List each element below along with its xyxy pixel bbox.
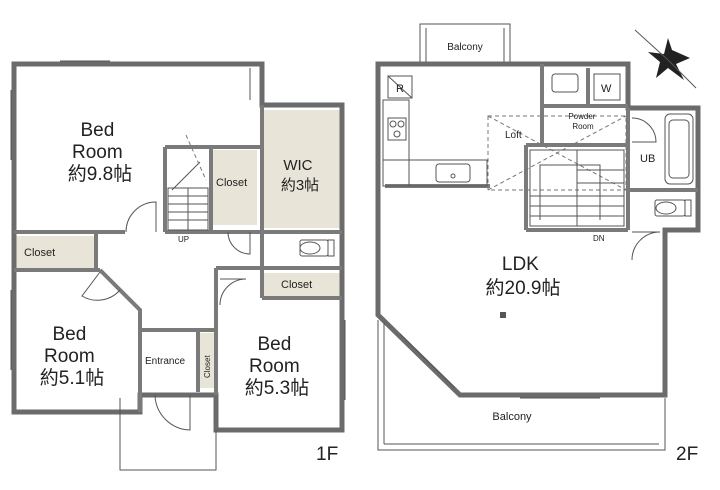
door-swing bbox=[219, 278, 247, 306]
top-balcony bbox=[419, 23, 511, 66]
ldk-label: LDK 約20.9帖 bbox=[486, 254, 561, 299]
stairs-up-label: UP bbox=[178, 235, 189, 244]
toilet-2f bbox=[654, 199, 692, 217]
powder-sink bbox=[551, 73, 579, 93]
door-swing bbox=[227, 231, 251, 255]
bedroom-a-label: Bed Room 約9.8帖 bbox=[68, 120, 132, 185]
door-swing bbox=[631, 231, 661, 261]
ceiling-light-marker bbox=[500, 312, 506, 318]
powder-room-label: Powder Room bbox=[568, 112, 597, 131]
porch bbox=[119, 398, 217, 471]
floor-label-2f: 2F bbox=[676, 444, 698, 465]
first-floor: Bed Room 約9.8帖 Closet WIC 約3帖 Closet Bed… bbox=[10, 60, 346, 471]
wall bbox=[98, 268, 142, 412]
stairs-dn-label: DN bbox=[593, 234, 605, 243]
washer-label: W bbox=[601, 83, 612, 95]
unit-bath bbox=[664, 113, 694, 185]
balcony-bottom-label: Balcony bbox=[492, 411, 532, 423]
bedroom-c-label: Bed Room 約5.3帖 bbox=[245, 334, 309, 399]
closet-a-label: Closet bbox=[216, 177, 247, 189]
wic-label: WIC 約3帖 bbox=[281, 157, 319, 194]
loft-label: Loft bbox=[505, 130, 522, 141]
outer-wall-2f bbox=[375, 61, 701, 398]
closet-b-fill bbox=[16, 236, 96, 268]
bottom-balcony bbox=[377, 320, 666, 451]
fridge-box bbox=[387, 75, 413, 99]
balcony-top-label: Balcony bbox=[447, 42, 483, 53]
fridge-label: R bbox=[396, 83, 404, 95]
entrance-label: Entrance bbox=[145, 356, 185, 367]
closet-d-label: Closet bbox=[203, 355, 212, 378]
closet-c-fill bbox=[262, 273, 340, 297]
bath-label: UB bbox=[640, 153, 655, 165]
toilet-1f bbox=[299, 239, 335, 257]
wic-fill bbox=[260, 110, 340, 228]
door-swing bbox=[81, 271, 121, 301]
stairs-2f bbox=[529, 149, 625, 227]
closet-a-fill bbox=[213, 150, 257, 225]
closet-b-label: Closet bbox=[24, 247, 55, 259]
bedroom-b-label: Bed Room 約5.1帖 bbox=[40, 324, 104, 389]
second-floor: R W UB bbox=[375, 23, 701, 465]
floor-label-1f: 1F bbox=[316, 444, 338, 465]
door-swing bbox=[631, 117, 657, 143]
stairs-1f bbox=[167, 134, 209, 231]
north-compass-icon bbox=[634, 29, 697, 89]
kitchen-counter bbox=[382, 99, 488, 187]
door-swing bbox=[125, 201, 157, 233]
door-swing bbox=[154, 394, 191, 431]
washer-box bbox=[593, 73, 621, 101]
closet-c-label: Closet bbox=[281, 279, 312, 291]
closet-d-fill bbox=[200, 333, 215, 388]
